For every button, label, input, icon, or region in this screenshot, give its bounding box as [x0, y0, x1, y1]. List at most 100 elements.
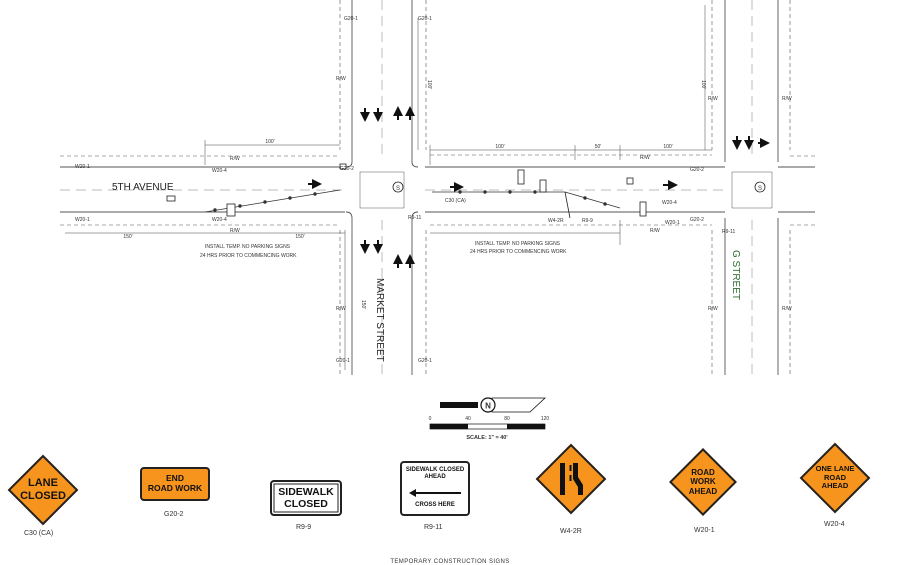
street-label-fifth-avenue: 5TH AVENUE: [112, 182, 174, 193]
dim-label: 100': [663, 144, 672, 150]
sign-posts: [166, 163, 647, 219]
market-street-road: [339, 0, 427, 375]
dimension-lines: [65, 5, 712, 370]
dim-label: 150': [295, 234, 304, 240]
sign-line: ROAD: [691, 468, 715, 478]
dim-label: 100': [700, 80, 706, 89]
callout-label: G20-1: [418, 358, 432, 364]
rw-label: R/W: [708, 306, 718, 312]
sign-line: CROSS HERE: [415, 502, 455, 508]
rw-label: R/W: [708, 96, 718, 102]
sign-line: SIDEWALK: [278, 485, 334, 498]
dim-label: 50': [595, 144, 602, 150]
sign-sidewalk-closed-cross-here: SIDEWALK CLOSED AHEAD CROSS HERE: [400, 461, 470, 516]
street-label-market: MARKET STREET: [374, 278, 385, 362]
left-arrow-icon: [409, 489, 461, 497]
sign-code-w4-2r: W4-2R: [560, 528, 582, 535]
sign-line: WORK: [690, 477, 716, 487]
rw-label: R/W: [650, 228, 660, 234]
rw-label: R/W: [782, 306, 792, 312]
dim-label: 100': [426, 80, 432, 89]
scale-tick: 0: [429, 416, 432, 422]
signal-label-2: S: [758, 186, 762, 192]
callout-label: G20-2: [690, 217, 704, 223]
street-label-g-street: G STREET: [730, 250, 741, 300]
scale-label: SCALE: 1" = 40': [466, 435, 508, 441]
callout-label: W20-1: [665, 220, 680, 226]
install-notes: INSTALL TEMP. NO PARKING SIGNS 24 HRS PR…: [200, 198, 567, 259]
sign-code-w20-1: W20-1: [694, 527, 715, 534]
install-note-left-2: 24 HRS PRIOR TO COMMENCING WORK: [200, 253, 297, 259]
north-label: N: [485, 402, 491, 411]
callout-label: W4-2R: [548, 218, 564, 224]
sign-road-work-ahead: ROAD WORK AHEAD: [667, 446, 739, 518]
callout-label: G20-1: [418, 16, 432, 22]
north-arrow: N: [440, 397, 547, 413]
sign-line: ONE LANE: [815, 464, 855, 474]
install-note-left-1: INSTALL TEMP. NO PARKING SIGNS: [205, 244, 291, 250]
scale-tick: 40: [465, 416, 471, 422]
callout-label: W20-4: [212, 217, 227, 223]
sign-line: END: [166, 473, 184, 484]
sign-line: AHEAD: [424, 474, 446, 480]
rw-label: R/W: [336, 76, 346, 82]
dim-label: 150': [123, 234, 132, 240]
sign-code-r9-9: R9-9: [296, 524, 312, 531]
callout-label: W20-1: [75, 217, 90, 223]
sign-line: AHEAD: [688, 486, 718, 496]
rw-label: R/W: [640, 155, 650, 161]
rw-labels: R/W R/W R/W R/W R/W R/W R/W R/W R/W R/W: [230, 76, 792, 312]
fifth-avenue-road: [60, 154, 815, 226]
sign-line: ROAD: [823, 472, 847, 482]
sign-code-r9-11: R9-11: [424, 524, 443, 531]
callout-label: G20-1: [344, 16, 358, 22]
sign-line: LANE: [28, 477, 58, 490]
dim-label: 100': [265, 139, 274, 145]
signal-label-1: S: [396, 186, 400, 192]
sign-end-road-work: END ROAD WORK: [140, 467, 210, 501]
callout-label: W20-4: [212, 168, 227, 174]
callout-label: W20-4: [662, 200, 677, 206]
callout-label: R9-11: [722, 229, 735, 235]
sign-sidewalk-closed: SIDEWALK CLOSED: [270, 480, 342, 516]
sign-line: SIDEWALK CLOSED: [405, 467, 465, 473]
lane-merge-icon: [560, 463, 583, 495]
work-zone-tapers: [204, 189, 621, 213]
dim-label: 150': [360, 300, 366, 309]
sign-line: CLOSED: [20, 490, 66, 502]
callout-label: G20-2: [340, 166, 354, 172]
one-lane-text: ONE LANE ROAD AHEAD: [797, 440, 873, 516]
callout-label: G20-2: [690, 167, 704, 173]
sign-line: ROAD WORK: [147, 483, 203, 493]
callout-label: G20-1: [336, 358, 350, 364]
sign-code-w20-4: W20-4: [824, 521, 845, 528]
rw-label: R/W: [230, 228, 240, 234]
sign-code-g20-2: G20-2: [164, 511, 184, 518]
rw-label: R/W: [230, 156, 240, 162]
sign-lane-closed: LANE CLOSED: [5, 452, 81, 528]
sign-callouts: W20-1 W20-1 W20-1 W20-4 W20-4 W20-4 R9-9…: [75, 16, 735, 364]
scale-tick: 80: [504, 416, 510, 422]
install-note-right-1: INSTALL TEMP. NO PARKING SIGNS: [475, 241, 561, 247]
callout-label: R9-11: [408, 215, 421, 221]
traffic-arrows: [308, 106, 770, 268]
sign-code-c30: C30 (CA): [24, 530, 54, 537]
c30-plan-label: C30 (CA): [445, 198, 466, 204]
footer-title: TEMPORARY CONSTRUCTION SIGNS: [390, 559, 510, 565]
road-work-ahead-text: ROAD WORK AHEAD: [667, 446, 739, 518]
sign-line: AHEAD: [821, 481, 849, 491]
dim-label: 100': [495, 144, 504, 150]
install-note-right-2: 24 HRS PRIOR TO COMMENCING WORK: [470, 249, 567, 255]
rw-label: R/W: [336, 306, 346, 312]
g-street-road: [711, 0, 791, 375]
traffic-signals: S S: [392, 181, 766, 193]
scale-bar: 0 40 80 120 SCALE: 1" = 40': [429, 416, 550, 441]
dimension-labels: 100' 150' 150' 100' 50' 100' 150' 100' 1…: [123, 80, 706, 309]
callout-label: R9-9: [582, 218, 593, 224]
sign-one-lane-road-ahead: ONE LANE ROAD AHEAD: [797, 440, 873, 516]
rw-label: R/W: [782, 96, 792, 102]
sign-line: CLOSED: [284, 498, 328, 510]
scale-tick: 120: [541, 416, 550, 422]
callout-label: W20-1: [75, 164, 90, 170]
